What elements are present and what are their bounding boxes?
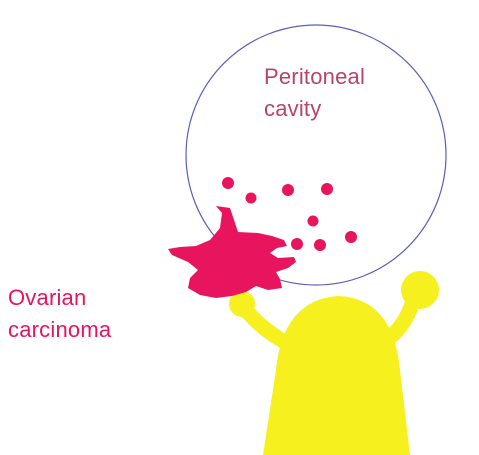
yellow-figure bbox=[229, 271, 439, 455]
peritoneal-label-line-1: Peritoneal bbox=[264, 61, 434, 93]
tumor-cell bbox=[291, 238, 303, 250]
figure-right-arm bbox=[384, 304, 412, 342]
figure-body bbox=[263, 296, 410, 455]
tumor-cell bbox=[282, 184, 294, 196]
ovarian-label-line-2: carcinoma bbox=[8, 314, 178, 346]
tumor-cell bbox=[222, 177, 234, 189]
tumor-cell bbox=[308, 216, 319, 227]
tumor-mass-shape bbox=[168, 206, 296, 298]
ovarian-carcinoma-label: Ovarian carcinoma bbox=[8, 282, 178, 346]
tumor-cell bbox=[345, 231, 357, 243]
figure-right-hand bbox=[401, 271, 439, 309]
tumor-cell bbox=[246, 193, 257, 204]
ovarian-label-line-1: Ovarian bbox=[8, 282, 178, 314]
tumor-cell bbox=[314, 239, 326, 251]
peritoneal-label-line-2: cavity bbox=[264, 93, 434, 125]
peritoneal-cavity-label: Peritoneal cavity bbox=[264, 61, 434, 125]
figure-left-arm bbox=[246, 310, 290, 345]
tumor-cell bbox=[321, 183, 333, 195]
